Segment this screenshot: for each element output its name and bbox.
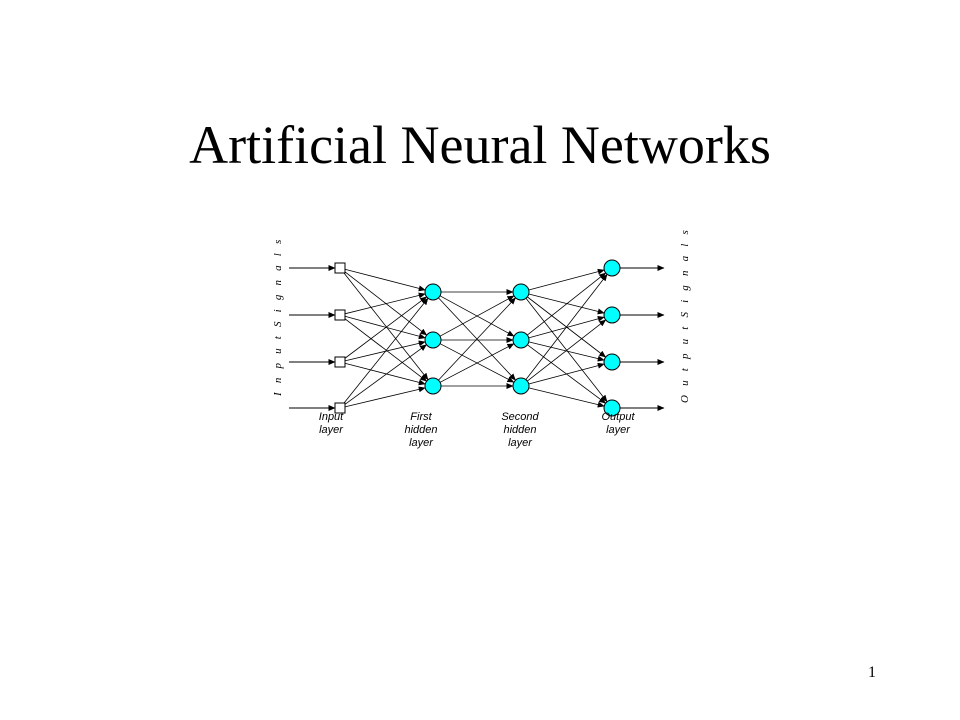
connection-arrow: [344, 362, 426, 386]
connection-arrow: [528, 362, 605, 385]
connection-arrow: [343, 296, 428, 360]
layer-label-line: hidden: [503, 424, 536, 436]
connection-arrow: [344, 386, 426, 408]
connection-arrow: [439, 343, 515, 383]
output-neuron: [603, 399, 621, 417]
input-node: [334, 262, 346, 274]
connection-arrow: [438, 297, 516, 381]
layer-label-line: hidden: [404, 424, 437, 436]
second-hidden-neuron: [512, 331, 530, 349]
layer-label-line: First: [410, 411, 432, 423]
connection-arrow: [344, 268, 426, 292]
input-node: [334, 402, 346, 414]
output-neuron: [603, 259, 621, 277]
first-hidden-neuron: [424, 377, 442, 395]
output-signals-label: O u t p u t S i g n a l s: [679, 227, 691, 403]
second-hidden-neuron: [512, 283, 530, 301]
nodes: [334, 259, 621, 417]
second-hidden-neuron: [512, 377, 530, 395]
output-neuron: [603, 353, 621, 371]
connection-arrow: [525, 273, 608, 380]
layer-label-line: layer: [319, 424, 344, 436]
connection-arrow: [439, 295, 515, 337]
connection-arrow: [344, 315, 426, 340]
connections: [289, 265, 665, 411]
connection-arrow: [344, 292, 426, 315]
layer-label-line: Second: [501, 411, 539, 423]
connection-arrow: [343, 344, 427, 406]
connection-arrow: [342, 297, 429, 405]
first-hidden-neuron: [424, 283, 442, 301]
connection-arrow: [343, 270, 428, 336]
input-signals-label: I n p u t S i g n a l s: [272, 237, 284, 397]
first-hidden-neuron: [424, 331, 442, 349]
layer-label-line: layer: [409, 437, 434, 449]
layer-label-line: Output: [601, 411, 635, 423]
page-number: 1: [868, 664, 876, 681]
connection-arrow: [528, 387, 605, 408]
connection-arrow: [527, 319, 607, 382]
layer-label-line: layer: [508, 437, 533, 449]
connection-arrow: [527, 272, 607, 336]
layer-label-line: Input: [319, 411, 344, 423]
connection-arrow: [342, 271, 429, 381]
input-node: [334, 309, 346, 321]
output-neuron: [603, 306, 621, 324]
input-node: [334, 356, 346, 368]
layer-label-line: layer: [606, 424, 631, 436]
connection-arrow: [343, 317, 428, 382]
slide-title: Artificial Neural Networks: [189, 115, 771, 175]
connection-arrow: [528, 268, 605, 291]
